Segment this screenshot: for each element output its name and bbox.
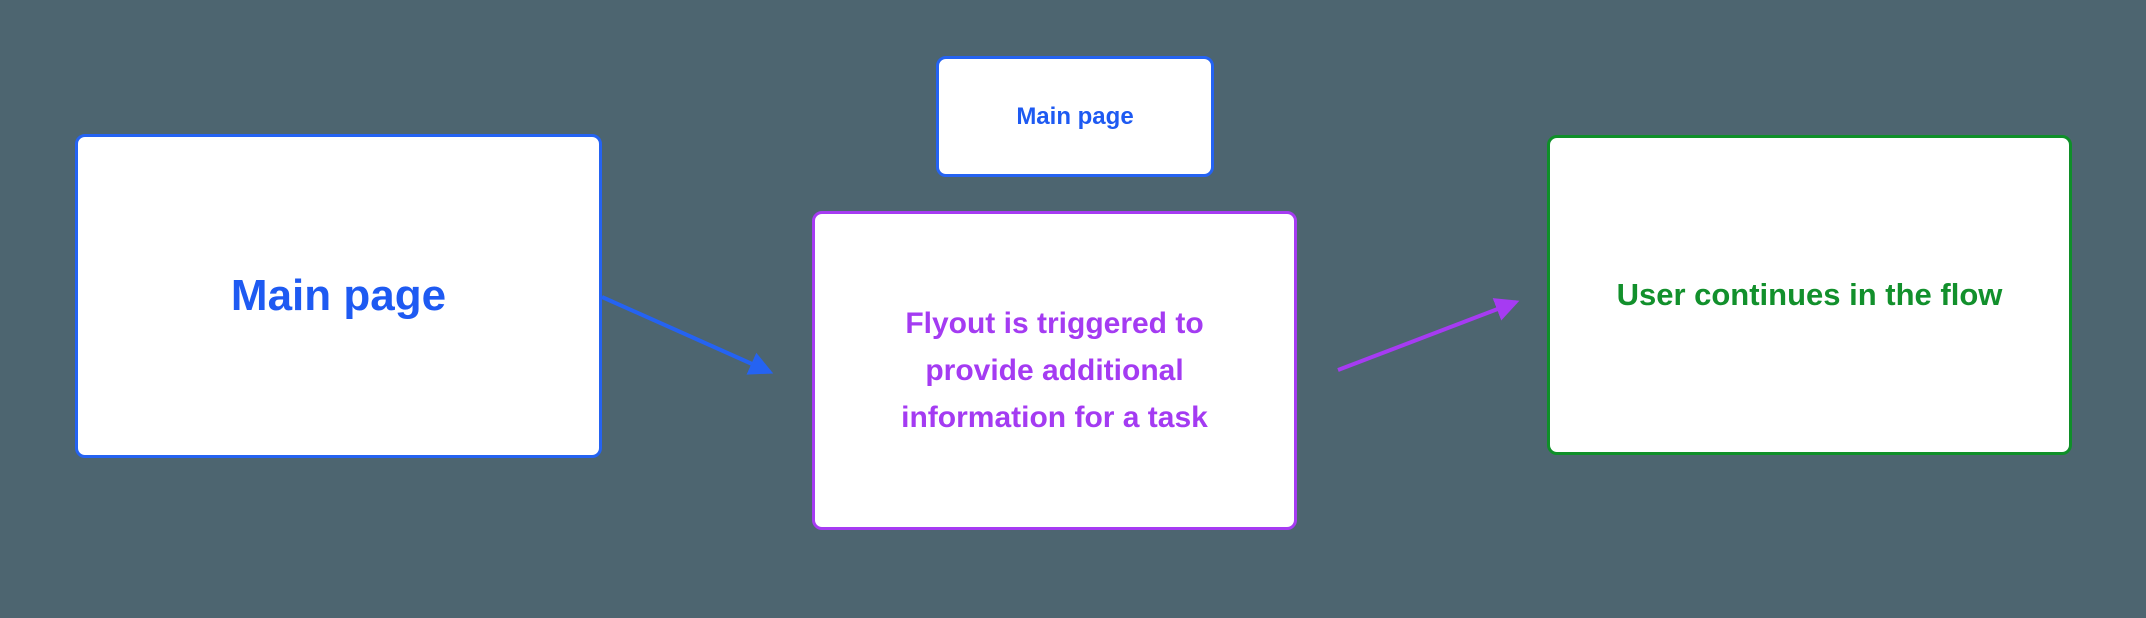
node-main-page-small[interactable]: Main page (936, 56, 1214, 177)
node-user-continues[interactable]: User continues in the flow (1547, 135, 2072, 455)
node-flyout-label-line1: Flyout is triggered to (905, 307, 1204, 340)
node-main-page-small-label: Main page (1016, 102, 1134, 130)
connector-flyout-to-user (1337, 298, 1520, 372)
connector-main-to-flyout (601, 295, 774, 375)
node-flyout-label-line3: information for a task (901, 401, 1208, 434)
node-main-page-label: Main page (230, 271, 447, 320)
node-flyout[interactable]: Flyout is triggered to provide additiona… (812, 211, 1297, 530)
node-flyout-label-line2: provide additional (925, 354, 1184, 387)
node-main-page[interactable]: Main page (75, 134, 602, 458)
node-user-continues-label: User continues in the flow (1616, 277, 2003, 312)
node-flyout-label: Flyout is triggered to provide additiona… (901, 300, 1208, 441)
